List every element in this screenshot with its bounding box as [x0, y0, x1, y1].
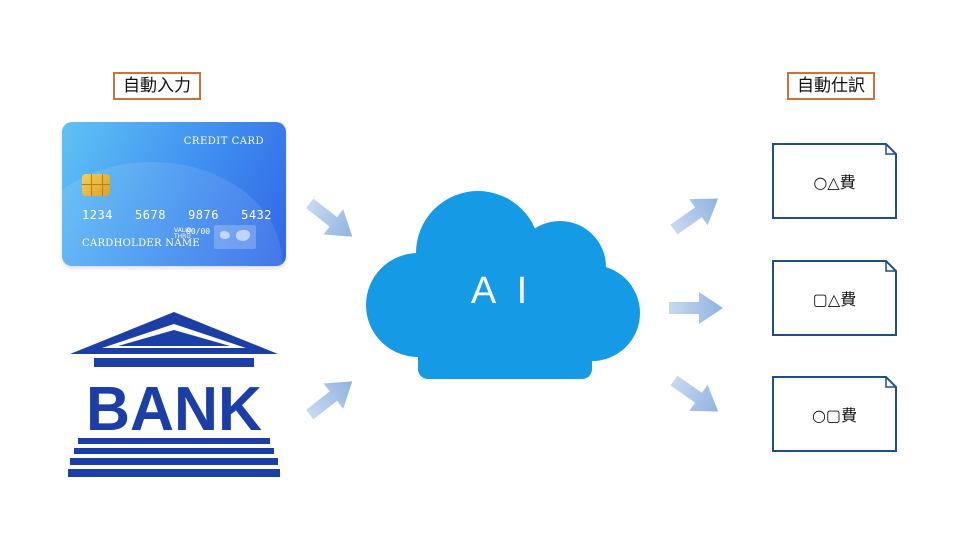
journal-entry-card-1: ○△費 — [772, 143, 897, 219]
world-map-icon — [214, 225, 256, 249]
card-title: CREDIT CARD — [183, 136, 264, 147]
journal-entry-card-3: ○▢費 — [772, 376, 897, 452]
card-holder-name: CARDHOLDER NAME — [82, 238, 201, 249]
bank-step — [68, 469, 280, 477]
credit-card: CREDIT CARD 1234 5678 9876 5432 VALID TH… — [62, 122, 286, 266]
journal-entry-label: ▢△費 — [812, 290, 857, 309]
card-number-group: 9876 — [188, 208, 219, 222]
card-number: 1234 5678 9876 5432 — [82, 208, 272, 222]
arrow-ai-to-output-2 — [669, 292, 723, 324]
journal-entry-label: ○△費 — [813, 173, 856, 192]
journal-entry-label: ○▢費 — [811, 406, 858, 425]
card-expiry: 00/00 — [186, 227, 211, 236]
auto-input-label: 自動入力 — [113, 72, 201, 100]
document-icon — [772, 143, 897, 219]
document-icon — [772, 260, 897, 336]
document-icon — [772, 376, 897, 452]
ai-text: A I — [471, 270, 533, 312]
auto-journal-label: 自動仕訳 — [787, 72, 875, 100]
journal-entry-card-2: ▢△費 — [772, 260, 897, 336]
arrow-ai-to-output-1 — [670, 198, 719, 235]
card-valid-thru: VALID THRU — [174, 227, 192, 240]
card-number-group: 1234 — [82, 208, 113, 222]
bank-step — [78, 438, 270, 444]
bank-text: BANK — [86, 375, 262, 444]
card-number-group: 5678 — [135, 208, 166, 222]
arrow-ai-to-output-3 — [670, 375, 719, 412]
bank-step — [74, 448, 274, 454]
card-number-group: 5432 — [241, 208, 272, 222]
ai-cloud: A I — [366, 191, 640, 379]
card-chip-icon — [82, 174, 110, 196]
bank-beam — [94, 358, 254, 367]
arrow-card-to-ai — [306, 198, 353, 237]
bank-icon: BANK — [68, 312, 280, 477]
arrow-bank-to-ai — [306, 381, 353, 420]
bank-step — [70, 458, 278, 465]
